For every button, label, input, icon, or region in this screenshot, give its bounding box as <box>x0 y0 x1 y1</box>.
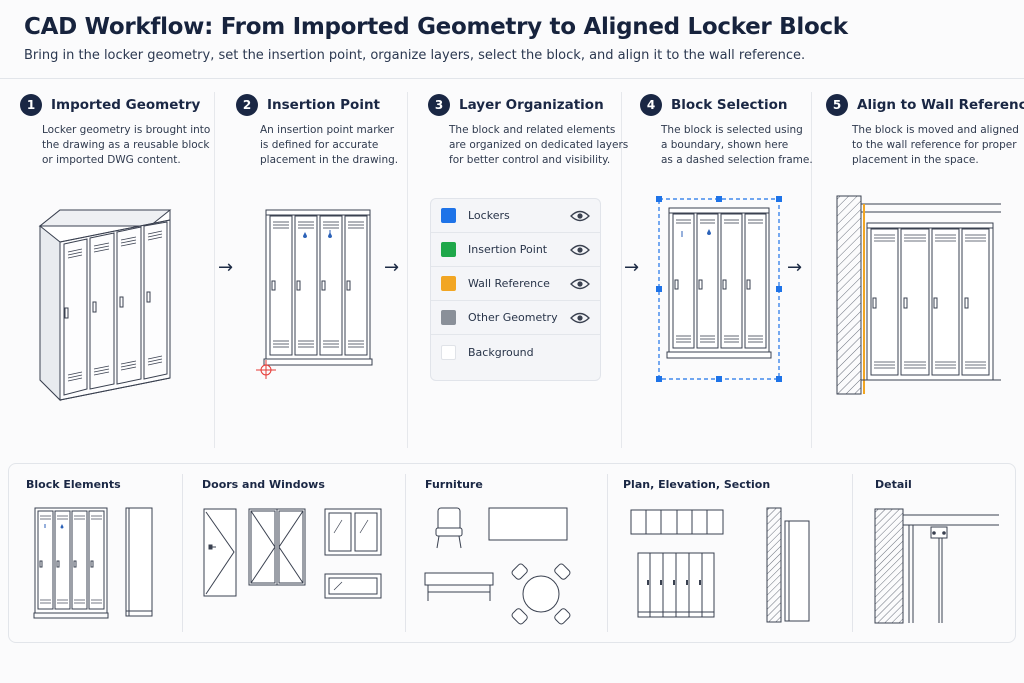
layer-label: Other Geometry <box>468 311 558 324</box>
step-divider <box>407 92 408 448</box>
section-view-thumbnail[interactable] <box>763 507 813 623</box>
selection-frame <box>656 196 782 382</box>
section-title-block-elements: Block Elements <box>26 478 121 491</box>
layer-row-insertion-point[interactable]: Insertion Point <box>431 233 600 267</box>
window-sash-thumbnail[interactable] <box>324 573 382 599</box>
step-number: 4 <box>640 94 662 116</box>
arrow-right-icon: → <box>787 257 803 278</box>
eye-icon[interactable] <box>570 210 590 222</box>
page-subtitle: Bring in the locker geometry, set the in… <box>24 48 806 63</box>
step-number: 3 <box>428 94 450 116</box>
header-divider <box>0 78 1024 79</box>
step-divider <box>811 92 812 448</box>
section-title-furniture: Furniture <box>425 478 483 491</box>
step-divider <box>621 92 622 448</box>
section-title-plan-elevation-section: Plan, Elevation, Section <box>623 478 771 491</box>
step-block-selection: 4 Block Selection The block is selected … <box>640 92 813 448</box>
layer-label: Background <box>468 345 534 359</box>
locker-3d-illustration <box>38 209 172 402</box>
step-imported-geometry: 1 Imported Geometry Locker geometry is b… <box>20 92 210 448</box>
step-divider <box>214 92 215 448</box>
step-number: 5 <box>826 94 848 116</box>
arrow-right-icon: → <box>384 257 400 278</box>
layer-swatch <box>441 242 456 257</box>
section-divider <box>182 474 183 632</box>
step-title: Layer Organization <box>459 97 604 113</box>
step-title: Block Selection <box>671 97 788 113</box>
layer-swatch <box>441 310 456 325</box>
layer-swatch <box>441 208 456 223</box>
insertion-point-icon <box>256 360 276 379</box>
layer-panel: Lockers Insertion Point Wall Reference O… <box>430 198 601 381</box>
eye-icon[interactable] <box>570 278 590 290</box>
layer-row-lockers[interactable]: Lockers <box>431 199 600 233</box>
arrow-right-icon: → <box>218 257 234 278</box>
elevation-view-thumbnail[interactable] <box>637 552 715 620</box>
layer-row-other-geometry[interactable]: Other Geometry <box>431 301 600 335</box>
bench-thumbnail[interactable] <box>424 572 494 602</box>
step-align-wall: 5 Align to Wall Reference The block is m… <box>826 92 1024 448</box>
arrow-right-icon: → <box>624 257 640 278</box>
round-table-thumbnail[interactable] <box>510 563 572 625</box>
layer-row-wall-reference[interactable]: Wall Reference <box>431 267 600 301</box>
chair-thumbnail[interactable] <box>433 506 465 550</box>
plan-view-thumbnail[interactable] <box>630 509 724 535</box>
section-divider <box>607 474 608 632</box>
layer-row-background[interactable]: Background <box>431 335 600 369</box>
locker-selection-illustration <box>656 196 782 382</box>
layer-swatch <box>441 276 456 291</box>
step-title: Imported Geometry <box>51 97 201 113</box>
section-divider <box>405 474 406 632</box>
table-thumbnail[interactable] <box>488 507 568 541</box>
step-layer-organization: 3 Layer Organization The block and relat… <box>428 92 629 448</box>
window-thumbnail[interactable] <box>324 508 382 556</box>
layer-label: Lockers <box>468 209 510 222</box>
step-title: Insertion Point <box>267 97 381 113</box>
eye-icon[interactable] <box>570 312 590 324</box>
eye-icon[interactable] <box>570 244 590 256</box>
block-library-panel <box>8 463 1016 643</box>
locker-side-thumbnail[interactable] <box>124 507 154 619</box>
detail-thumbnail[interactable] <box>873 507 1001 625</box>
step-number: 2 <box>236 94 258 116</box>
section-title-detail: Detail <box>875 478 912 491</box>
locker-block-thumbnail[interactable] <box>33 507 109 619</box>
double-door-thumbnail[interactable] <box>248 508 306 586</box>
door-thumbnail[interactable] <box>203 508 237 598</box>
section-title-doors-windows: Doors and Windows <box>202 478 325 491</box>
step-number: 1 <box>20 94 42 116</box>
locker-insertion-illustration <box>256 209 373 379</box>
step-insertion-point: 2 Insertion Point An insertion point mar… <box>236 92 406 448</box>
step-title: Align to Wall Reference <box>857 97 1024 113</box>
layer-swatch <box>441 344 456 360</box>
page-title: CAD Workflow: From Imported Geometry to … <box>24 14 848 40</box>
layer-label: Insertion Point <box>468 243 548 256</box>
section-divider <box>852 474 853 632</box>
layer-label: Wall Reference <box>468 277 550 290</box>
locker-aligned-illustration <box>836 195 1001 395</box>
